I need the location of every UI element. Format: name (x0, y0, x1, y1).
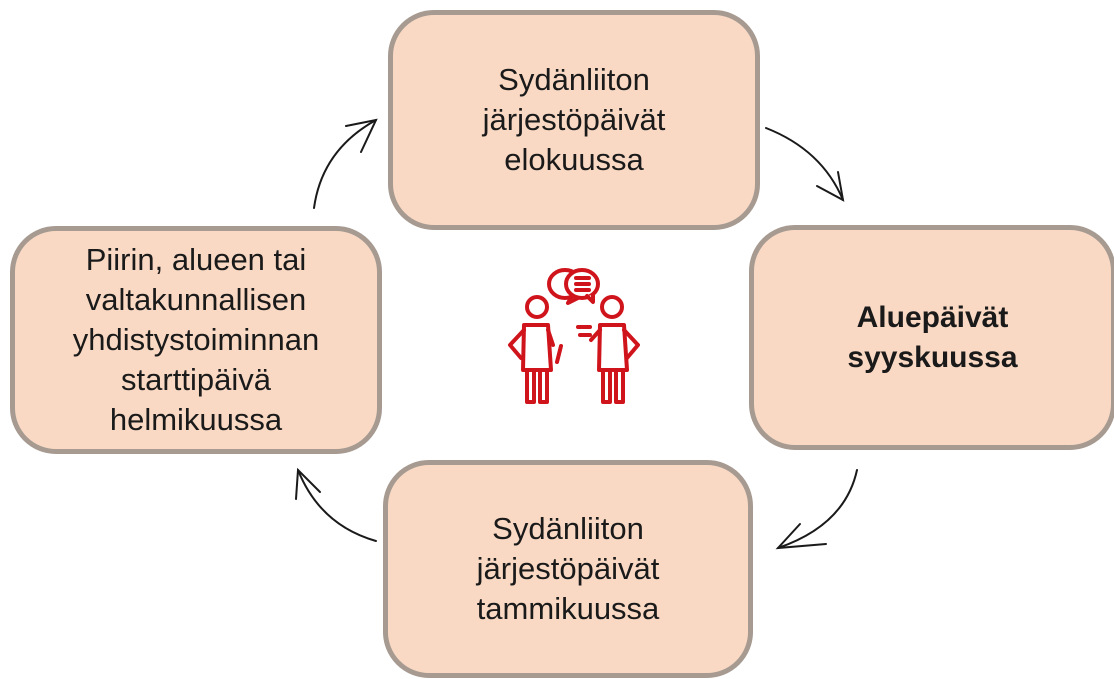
person-right-icon (576, 295, 640, 404)
cycle-step-elokuu: Sydänliiton järjestöpäivät elokuussa (388, 10, 760, 230)
people-conversation-icon (508, 268, 640, 404)
arrow-right-to-bottom (775, 469, 858, 550)
speech-bubbles-icon (547, 268, 600, 305)
arrow-top-to-right (765, 127, 845, 202)
person-left-icon (508, 295, 563, 404)
arrow-bottom-to-left (295, 467, 377, 542)
cycle-step-helmikuu: Piirin, alueen tai valtakunnallisen yhdi… (10, 226, 382, 454)
arrow-left-to-top (313, 118, 378, 209)
cycle-step-tammikuu: Sydänliiton järjestöpäivät tammikuussa (383, 460, 753, 678)
cycle-step-syyskuu: Aluepäivät syyskuussa (749, 225, 1114, 450)
